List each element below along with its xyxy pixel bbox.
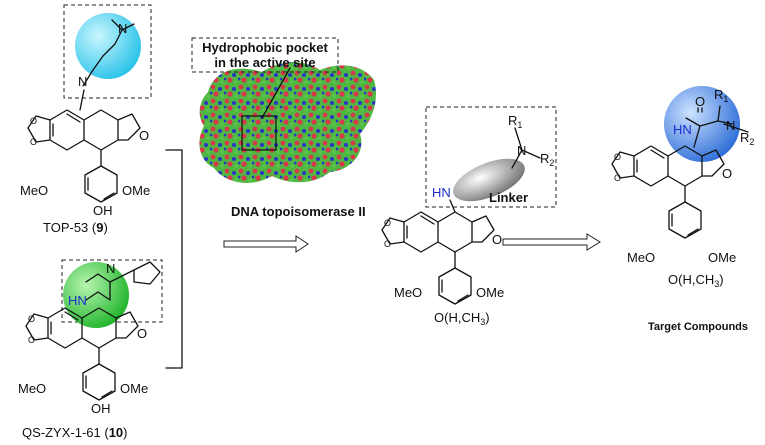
methoxy-right-design: OMe bbox=[476, 285, 504, 300]
methoxy-left-target: MeO bbox=[627, 250, 655, 265]
pocket-callout-box bbox=[191, 37, 339, 73]
svg-text:O: O bbox=[614, 152, 621, 162]
design-scaffold: Linker N R1 R2 HN O O O MeO OMe O(H,CH3) bbox=[381, 106, 557, 327]
methoxy-right-target: OMe bbox=[708, 250, 736, 265]
svg-text:O: O bbox=[28, 335, 35, 345]
protein-surface bbox=[199, 61, 377, 183]
r2-target: R2 bbox=[740, 130, 754, 147]
methoxy-right-9: OMe bbox=[122, 183, 150, 198]
hydroxy-9: OH bbox=[93, 203, 113, 218]
compound-9-structure: N N O O O MeO OMe OH bbox=[20, 4, 152, 218]
compound-9-caption: TOP-53 (9) bbox=[43, 220, 108, 235]
topoisomerase-surface: Hydrophobic pocket in the active site bbox=[191, 37, 377, 183]
carbonyl-o: O bbox=[695, 94, 705, 109]
r1-target: R1 bbox=[714, 87, 728, 104]
methoxy-left-9: MeO bbox=[20, 183, 48, 198]
amine-n-target: N bbox=[726, 118, 735, 133]
green-sphere-10 bbox=[63, 262, 129, 328]
lactone-o-target: O bbox=[722, 166, 732, 181]
linker-label: Linker bbox=[489, 190, 528, 205]
bottom-sub-design: O(H,CH3) bbox=[434, 310, 490, 327]
compound-10-structure: N HN O O O MeO OMe OH bbox=[18, 259, 163, 416]
svg-text:O: O bbox=[384, 239, 391, 249]
methoxy-left-10: MeO bbox=[18, 381, 46, 396]
lactone-o-9: O bbox=[139, 128, 149, 143]
svg-text:O: O bbox=[30, 137, 37, 147]
svg-text:O: O bbox=[384, 218, 391, 228]
svg-text:O: O bbox=[28, 314, 35, 324]
cyan-sphere-9 bbox=[75, 13, 141, 79]
linker-box bbox=[425, 106, 557, 208]
arrow-1 bbox=[223, 235, 309, 253]
piperidine-n: N bbox=[106, 261, 115, 276]
pocket-pointer-line bbox=[261, 67, 291, 119]
blue-sphere-target bbox=[664, 86, 740, 162]
lactone-o-design: O bbox=[492, 232, 502, 247]
arrow-2 bbox=[502, 233, 601, 251]
amine-n-design: N bbox=[517, 143, 526, 158]
compound-10-caption: QS-ZYX-1-61 (10) bbox=[22, 425, 128, 440]
target-compound: O N R1 R2 HN O O O MeO OMe O(H,CH3) bbox=[611, 86, 754, 289]
methoxy-right-10: OMe bbox=[120, 381, 148, 396]
dimethylamine-n: N bbox=[118, 21, 127, 36]
linker-ellipse bbox=[453, 158, 525, 202]
svg-text:O: O bbox=[30, 116, 37, 126]
r2-design: R2 bbox=[540, 151, 554, 168]
target-caption: Target Compounds bbox=[648, 321, 748, 333]
protein-caption: DNA topoisomerase II bbox=[231, 204, 366, 219]
hydroxy-10: OH bbox=[91, 401, 111, 416]
svg-text:O: O bbox=[614, 173, 621, 183]
methoxy-left-design: MeO bbox=[394, 285, 422, 300]
nh-10: HN bbox=[68, 293, 87, 308]
lactone-o-10: O bbox=[137, 326, 147, 341]
nh-design: HN bbox=[432, 185, 451, 200]
pocket-callout-line2: in the active site bbox=[214, 55, 315, 70]
bottom-sub-target: O(H,CH3) bbox=[668, 272, 724, 289]
pocket-highlight-box bbox=[241, 115, 277, 151]
nh-target: HN bbox=[673, 122, 692, 137]
amine-n-9: N bbox=[78, 74, 87, 89]
grouping-bracket bbox=[165, 149, 183, 369]
pocket-callout-line1: Hydrophobic pocket bbox=[202, 40, 328, 55]
side-chain-box-9 bbox=[63, 4, 152, 99]
r1-design: R1 bbox=[508, 113, 522, 130]
